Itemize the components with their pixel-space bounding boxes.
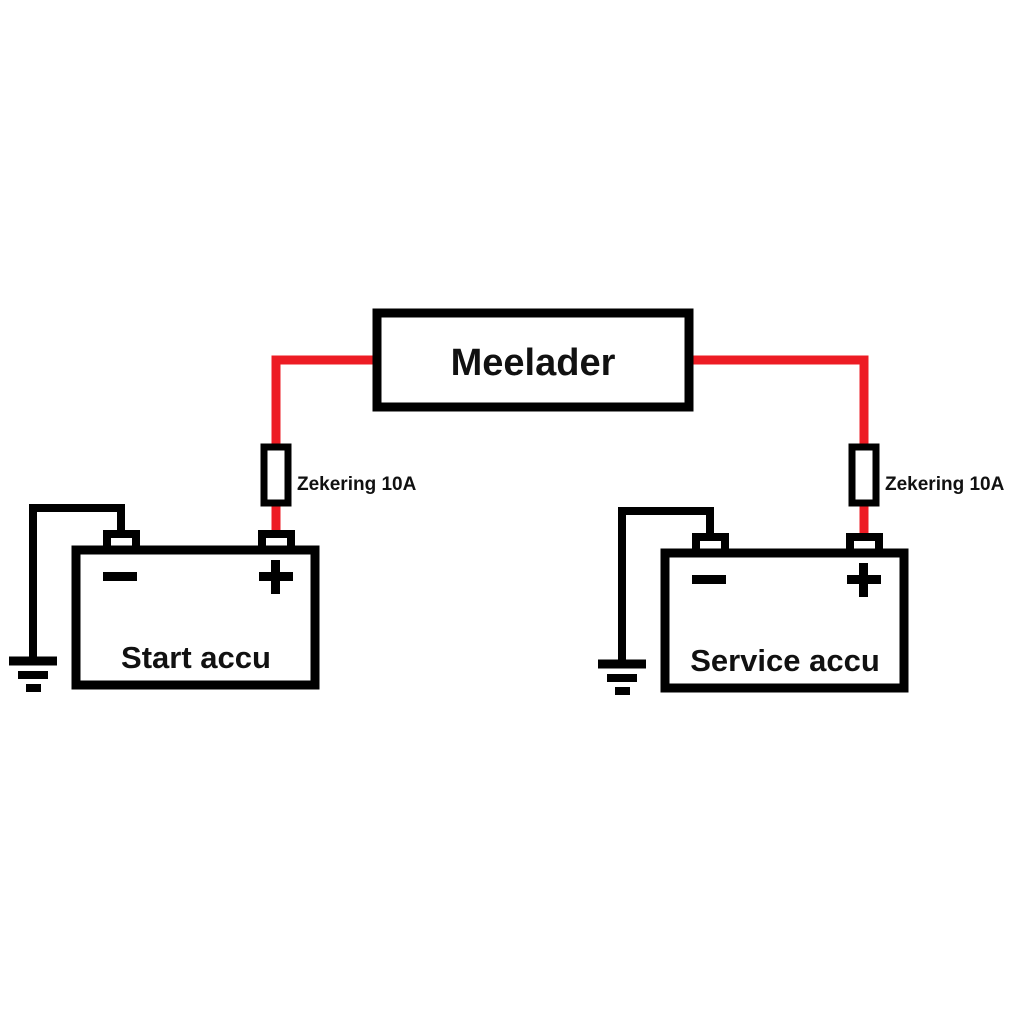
fuse-left-label: Zekering 10A [297,474,417,495]
fuse-left-body [260,443,292,507]
ground-wire-left-group [29,504,125,659]
fuse-left[interactable]: Zekering 10A [260,443,417,507]
ground-wire-right-group [618,507,714,662]
wire-left-battery-to-ground [29,504,125,659]
battery-start-label: Start accu [121,640,271,675]
charger-unit[interactable]: Meelader [372,308,694,412]
ground-right [598,659,646,695]
wire-service-battery-to-ground [618,507,714,662]
battery-service[interactable]: Service accu [660,548,909,693]
fuse-right[interactable]: Zekering 10A [848,443,1005,507]
battery-service-label: Service accu [690,643,880,678]
battery-service-plus-icon-v [859,563,868,597]
charger-label: Meelader [451,342,616,384]
battery-start-plus-icon-v [271,560,280,594]
fuse-right-body [848,443,880,507]
battery-service-minus-icon [692,575,726,584]
fuse-right-label: Zekering 10A [885,474,1005,495]
wire-charger-to-right-fuse [685,355,869,449]
charger-box [372,308,694,412]
ground-left [9,656,57,692]
battery-start[interactable]: Start accu [71,545,320,690]
battery-start-minus-icon [103,572,137,581]
wire-charger-to-left-fuse [271,355,381,449]
